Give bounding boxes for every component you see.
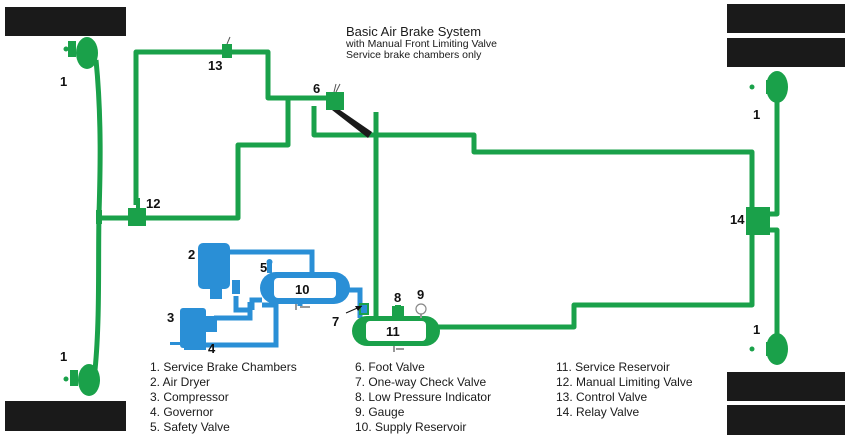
brake-chamber-front-right: [749, 71, 788, 103]
callout-5: 5: [260, 260, 267, 275]
gauge: [415, 303, 427, 318]
legend-item: 9. Gauge: [355, 405, 405, 419]
rear-right-tire-inner: [727, 405, 845, 435]
callout-4: 4: [208, 341, 216, 356]
one-way-check-valve: [345, 303, 369, 315]
title-line-3: Service brake chambers only: [346, 49, 482, 61]
rear-left-tire: [5, 401, 126, 431]
legend-item: 8. Low Pressure Indicator: [355, 390, 492, 404]
manual-limiting-valve: [96, 198, 146, 226]
legend-item: 4. Governor: [150, 405, 214, 419]
front-right-tire-inner: [727, 38, 845, 67]
diagram-title: Basic Air Brake System with Manual Front…: [346, 24, 497, 61]
title-line-2: with Manual Front Limiting Valve: [346, 38, 497, 50]
callout-1-rear-right: 1: [753, 322, 760, 337]
legend-item: 6. Foot Valve: [355, 360, 425, 374]
callout-10: 10: [295, 282, 309, 297]
wheels: [5, 4, 845, 435]
legend-item: 5. Safety Valve: [150, 420, 230, 434]
legend-item: 3. Compressor: [150, 390, 229, 404]
callout-11: 11: [386, 324, 400, 339]
brake-chamber-rear-left: [63, 364, 100, 396]
legend-item: 12. Manual Limiting Valve: [556, 375, 693, 389]
callout-2: 2: [188, 247, 195, 262]
callout-3: 3: [167, 310, 174, 325]
foot-valve: [326, 83, 372, 138]
legend-item: 14. Relay Valve: [556, 405, 640, 419]
legend-item: 13. Control Valve: [556, 390, 648, 404]
legend-item: 10. Supply Reservoir: [355, 420, 467, 434]
low-pressure-indicator: [392, 306, 404, 311]
legend-column-3: 11. Service Reservoir 12. Manual Limitin…: [556, 360, 693, 420]
legend-column-2: 6. Foot Valve 7. One-way Check Valve 8. …: [355, 360, 491, 435]
legend-item: 7. One-way Check Valve: [355, 375, 487, 389]
callout-14: 14: [730, 212, 745, 227]
service-reservoir: [352, 305, 440, 352]
callout-1-front-left: 1: [60, 74, 67, 89]
legend-item: 11. Service Reservoir: [556, 360, 670, 374]
legend-column-1: 1. Service Brake Chambers 2. Air Dryer 3…: [150, 360, 297, 435]
supply-reservoir: [260, 259, 350, 310]
rear-right-tire-outer: [727, 372, 845, 401]
brake-chamber-front-left: [63, 37, 98, 69]
callout-1-rear-left: 1: [60, 349, 67, 364]
callout-7: 7: [332, 314, 339, 329]
callout-1-front-right: 1: [753, 107, 760, 122]
callout-labels: 1 1 1 1 2 3 4 5 6 7 8 9 10 11 12 13 14: [60, 58, 760, 364]
relay-valve: [746, 207, 770, 235]
front-right-tire-outer: [727, 4, 845, 33]
callout-6: 6: [313, 81, 320, 96]
legend-item: 1. Service Brake Chambers: [150, 360, 297, 374]
control-valve: [222, 36, 232, 58]
governor: [170, 336, 206, 350]
callout-9: 9: [417, 287, 424, 302]
brake-chamber-rear-right: [749, 333, 788, 365]
callout-13: 13: [208, 58, 222, 73]
air-dryer: [198, 243, 240, 299]
title-line-1: Basic Air Brake System: [346, 24, 482, 39]
front-left-tire: [5, 7, 126, 36]
callout-8: 8: [394, 290, 401, 305]
legend-item: 2. Air Dryer: [150, 375, 211, 389]
callout-12: 12: [146, 196, 160, 211]
